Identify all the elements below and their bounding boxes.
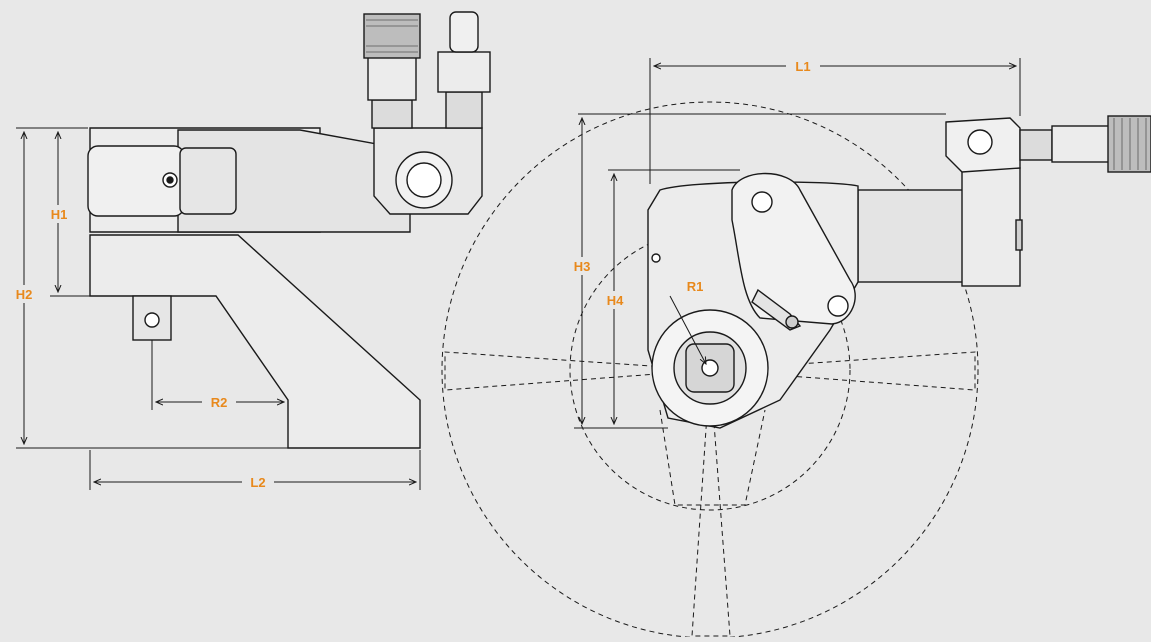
side-pin-inner: [166, 176, 174, 184]
side-hose-cap-right: [449, 11, 479, 53]
side-view: [87, 11, 491, 449]
label-h3: H3: [574, 259, 591, 274]
top-hose-knurl: [1107, 115, 1151, 173]
sweep-arm-bottom-wide: [659, 409, 766, 506]
side-swivel-core: [406, 162, 442, 198]
side-hose-nut-left: [371, 99, 413, 129]
label-l1: L1: [795, 59, 810, 74]
side-label-backgrounds: [8, 205, 274, 491]
label-h2: H2: [16, 287, 33, 302]
label-h4: H4: [607, 293, 624, 308]
top-link-hole-lower: [827, 295, 849, 317]
sweep-arm-right: [709, 351, 976, 391]
label-r2: R2: [211, 395, 228, 410]
top-hose-body: [1051, 125, 1113, 163]
label-r1: R1: [687, 279, 704, 294]
side-hose-nut-right: [445, 91, 483, 129]
top-cylinder: [857, 189, 969, 283]
top-pawl-pin: [785, 315, 799, 329]
top-swivel-pin: [967, 129, 993, 155]
side-hose-body-left: [367, 55, 417, 101]
top-view: [647, 115, 1151, 429]
top-small-hole: [651, 253, 661, 263]
top-label-backgrounds: [566, 57, 820, 309]
top-swivel-housing: [961, 167, 1021, 287]
label-l2: L2: [250, 475, 265, 490]
side-hose-body-right: [437, 51, 491, 93]
side-hose-knurl-left: [363, 13, 421, 59]
label-h1: H1: [51, 207, 68, 222]
top-hose-nut: [1019, 129, 1053, 161]
top-swivel-cap: [1015, 219, 1023, 251]
ratchet-center: [701, 359, 719, 377]
side-piston-inner: [179, 147, 237, 215]
sweep-arm-left: [444, 351, 711, 391]
outer-sweep-circle: [441, 101, 979, 639]
side-reaction-arm: [89, 234, 421, 449]
top-link-hole-upper: [751, 191, 773, 213]
side-drive-hole: [144, 312, 160, 328]
knurl-hatching: [366, 19, 1147, 170]
